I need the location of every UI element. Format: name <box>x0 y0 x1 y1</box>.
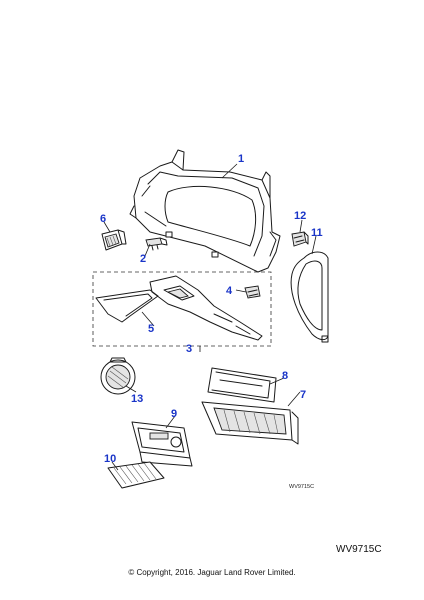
image-code-small: WV9715C <box>289 484 314 490</box>
callout-5: 5 <box>148 323 154 335</box>
callout-1: 1 <box>238 153 244 165</box>
part-1-instrument-shroud <box>129 149 281 273</box>
callout-8: 8 <box>282 370 288 382</box>
callout-2: 2 <box>140 253 146 265</box>
part-7-center-vent <box>201 401 299 445</box>
part-12-clip <box>291 231 309 247</box>
callout-3: 3 <box>186 343 192 355</box>
callout-13: 13 <box>131 393 143 405</box>
callout-4: 4 <box>226 285 233 297</box>
callout-11: 11 <box>311 227 323 239</box>
callout-9: 9 <box>171 408 177 420</box>
callout-7: 7 <box>300 389 306 401</box>
image-code: WV9715C <box>336 544 382 555</box>
part-9-control-panel <box>131 421 193 467</box>
part-4-clip <box>244 285 261 299</box>
part-2-connector <box>145 237 168 251</box>
part-10-grille <box>107 461 165 489</box>
part-8-glovebox-lid <box>207 367 277 403</box>
part-6-vent-grille <box>101 229 127 251</box>
callout-10: 10 <box>104 453 116 465</box>
callout-6: 6 <box>100 213 106 225</box>
part-13-round-vent <box>100 357 136 395</box>
leader-lines <box>103 163 317 471</box>
copyright-notice: © Copyright, 2016. Jaguar Land Rover Lim… <box>128 568 296 577</box>
part-11-side-trim <box>290 251 329 343</box>
part-5-lower-trim <box>95 275 263 341</box>
callout-12: 12 <box>294 210 306 222</box>
